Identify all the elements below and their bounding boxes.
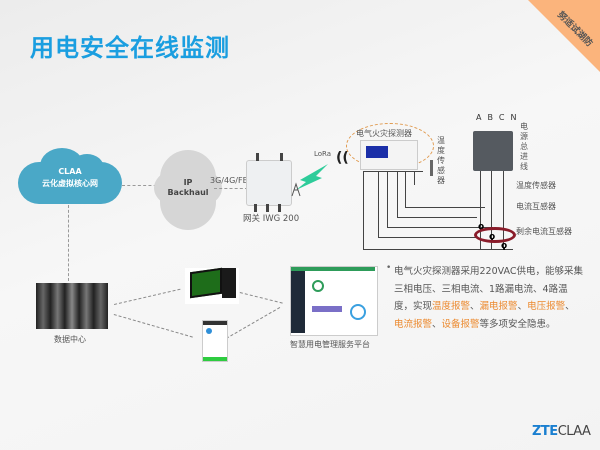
arrow-pc-to-platform <box>239 292 283 304</box>
alarm-type-highlight: 电流报警 <box>394 318 433 330</box>
description-text: 电气火灾探测器采用220VAC供电，能够采集三相电压、三相电流、1路漏电流、4路… <box>394 263 584 333</box>
detector-label: 电气火灾探测器 <box>356 129 412 138</box>
platform-label: 智慧用电管理服务平台 <box>290 340 370 349</box>
ip-gateway-link <box>214 188 248 189</box>
main-line-vertical-label: 电源总进线 <box>520 122 528 171</box>
tower-icon <box>291 182 301 197</box>
platform-buttons <box>312 306 342 312</box>
alarm-type-highlight: 电压报警 <box>527 301 566 312</box>
antenna-icon <box>254 204 257 212</box>
description-segment: 、 <box>432 318 442 330</box>
phase-b: B <box>487 113 499 122</box>
page-title: 用电安全在线监测 <box>30 34 230 62</box>
wire <box>405 171 406 207</box>
platform-avatar-icon <box>312 280 324 292</box>
phase-labels: ABCN <box>476 113 522 122</box>
wire <box>378 237 478 238</box>
description-segment: 等多项安全隐患。 <box>479 318 556 330</box>
arrow-to-phone <box>113 314 193 338</box>
gateway-label: 网关 IWG 200 <box>243 214 300 224</box>
platform-gauge-icon <box>350 304 366 320</box>
phase-c: C <box>498 113 511 122</box>
alarm-type-highlight: 漏电报警 <box>479 301 518 312</box>
link-label: 3G/4G/FE <box>210 176 248 185</box>
alarm-type-highlight: 设备报警 <box>441 318 480 330</box>
lightning-bolt-icon <box>296 164 328 190</box>
platform-sidebar <box>291 271 305 333</box>
lora-label: LoRa <box>314 150 332 158</box>
bullet-icon: • <box>386 263 392 273</box>
wireless-icon: (( <box>336 150 349 166</box>
sensor-label-rct: 剩余电流互感器 <box>516 227 572 236</box>
ip-backhaul-cloud-icon <box>154 150 222 230</box>
ip-label-line2: Backhaul <box>167 188 209 197</box>
gateway-device-icon <box>246 160 292 206</box>
ip-label-line1: IP <box>183 178 193 187</box>
temp-sensor-vertical-label: 温度传感器 <box>437 136 445 185</box>
platform-header-bar <box>291 267 375 271</box>
bus-wire <box>363 171 423 172</box>
residual-current-transformer-icon <box>474 227 516 243</box>
datacenter-label: 数据中心 <box>54 335 86 344</box>
antenna-icon <box>256 153 259 161</box>
logo-zte: ZTE <box>532 424 558 439</box>
logo-claa: CLAA <box>557 424 591 439</box>
mobile-app-screenshot <box>202 320 228 362</box>
claa-datacenter-link <box>68 205 69 281</box>
server-rack-icon <box>36 283 108 329</box>
ip-backhaul-label: IP Backhaul <box>160 178 216 198</box>
phase-wire <box>491 171 492 249</box>
circuit-breaker-icon <box>473 131 513 171</box>
wire <box>378 171 379 237</box>
phase-wire <box>480 171 481 249</box>
wire <box>397 171 398 217</box>
lora-signal-icon <box>291 164 328 197</box>
antenna-icon <box>278 204 281 212</box>
phase-wire <box>503 171 504 249</box>
arrow-phone-to-platform <box>226 307 281 339</box>
antenna-icon <box>266 204 269 212</box>
wire <box>414 171 415 185</box>
sensor-label-temp: 温度传感器 <box>516 181 556 190</box>
claa-ip-link <box>122 185 162 186</box>
sensor-label-ct: 电流互感器 <box>516 202 556 211</box>
current-transformer-icon: ϙ <box>501 241 508 251</box>
description-segment: 电气火灾探测器采用220VAC供电，能够采集三相电压、三相电流、1路漏电流、4路… <box>394 266 583 312</box>
corner-ribbon <box>528 0 600 72</box>
wire <box>387 171 388 227</box>
temp-probe-icon <box>430 160 433 176</box>
arrow-to-pc <box>114 288 181 305</box>
wire <box>397 217 477 218</box>
phase-a: A <box>476 113 488 122</box>
claa-label-line1: CLAA <box>58 167 82 176</box>
description-segment: 、 <box>470 301 480 312</box>
pc-tower-icon <box>222 268 236 298</box>
wire <box>405 207 485 208</box>
claa-cloud-icon <box>18 148 122 204</box>
claa-label-line2: 云化虚拟核心网 <box>42 179 98 188</box>
detector-screen <box>366 146 388 158</box>
description-segment: 、 <box>565 301 575 312</box>
wire <box>363 171 364 249</box>
wire <box>363 249 513 250</box>
zte-claa-logo: ZTECLAA <box>532 424 591 439</box>
phase-n: N <box>510 113 523 122</box>
claa-cloud-label: CLAA 云化虚拟核心网 <box>18 166 122 190</box>
antenna-icon <box>280 153 283 161</box>
current-transformer-icon: ϙ <box>478 222 485 232</box>
alarm-type-highlight: 温度报警 <box>432 301 471 312</box>
monitor-icon <box>190 267 222 299</box>
description-segment: 、 <box>517 301 528 312</box>
wire <box>387 227 493 228</box>
